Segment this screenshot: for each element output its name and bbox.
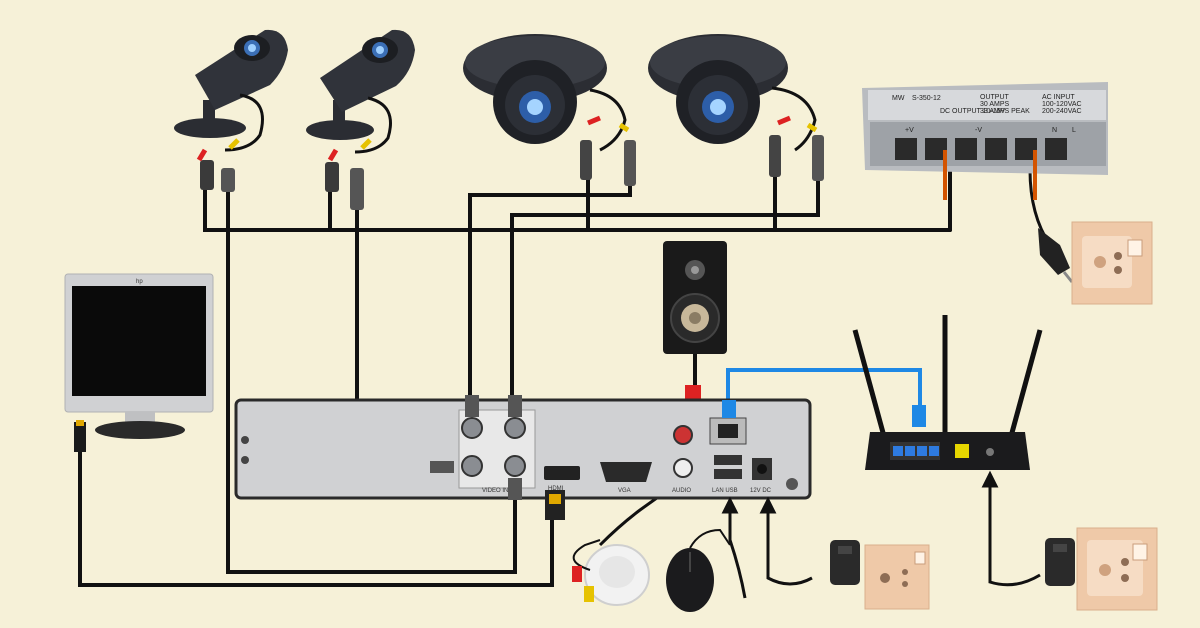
label-vga: VGA: [618, 488, 631, 494]
bnc-input-2: [504, 417, 526, 439]
mouse-icon: [666, 528, 731, 612]
bnc-connector-3: [624, 140, 636, 186]
video-cable-camera-3: [468, 185, 632, 400]
psu-input-line3: 200-240VAC: [1042, 108, 1082, 115]
connection-arrows: [721, 470, 999, 560]
monitor-badge: hp: [136, 279, 143, 285]
label-video-in: VIDEO IN: [482, 488, 508, 494]
vga-port: [600, 462, 652, 482]
bnc-connector-2: [350, 168, 364, 210]
router-icon: [852, 315, 1043, 470]
power-cable-bus: [203, 168, 952, 232]
ground-screw: [786, 478, 798, 490]
psu-terminal-l: L: [1072, 127, 1076, 134]
hdmi-cable: [78, 450, 554, 587]
monitor-icon: hp: [64, 273, 214, 452]
psu-terminal-neg: -V: [975, 127, 982, 134]
dome-camera-2: [648, 34, 824, 181]
wall-socket-icon: [864, 544, 930, 610]
hdmi-port: [544, 466, 580, 480]
usb-port-2: [714, 469, 742, 479]
psu-model: S-350-12: [912, 95, 941, 102]
power-jack-1: [200, 160, 214, 190]
power-supply-unit: MW S-350-12 OUTPUT 30 AMPS DC OUTPUT 10-…: [862, 82, 1108, 200]
psu-brand: MW: [892, 95, 905, 102]
bnc-input-4: [504, 455, 526, 477]
power-adapter-icon: [1045, 538, 1075, 586]
wall-socket-icon: [1071, 221, 1153, 305]
psu-output-line2: 30 AMPS: [980, 101, 1010, 108]
psu-terminal-pos: +V: [905, 127, 914, 134]
power-jack-2: [325, 162, 339, 192]
psu-terminal-n: N: [1052, 127, 1057, 134]
power-jack-4: [769, 135, 781, 177]
label-lan-usb: LAN USB: [712, 488, 738, 494]
psu-input-line1: AC INPUT: [1042, 94, 1075, 101]
psu-input-line2: 100-120VAC: [1042, 101, 1082, 108]
bnc-connector-4: [812, 135, 824, 181]
lan-port: [718, 424, 738, 438]
bullet-camera-2: [306, 29, 415, 210]
label-hdmi: HDMI: [548, 486, 564, 492]
label-power: 12V DC: [750, 488, 772, 494]
audio-out-port: [673, 425, 693, 445]
label-audio: AUDIO: [672, 488, 691, 494]
video-cable-camera-4: [510, 180, 820, 400]
bullet-camera-1: [174, 29, 288, 192]
video-cable-camera-1: [226, 190, 517, 574]
psu-output-line4: 33 AMPS PEAK: [980, 108, 1030, 115]
wall-socket-icon: [1076, 527, 1158, 611]
psu-output-line1: OUTPUT: [980, 94, 1010, 101]
psu-output-line3: DC OUTPUT 10-15V: [940, 108, 1006, 115]
usb-port-1: [714, 455, 742, 465]
bnc-input-1: [461, 417, 483, 439]
audio-in-port: [673, 458, 693, 478]
power-jack-3: [580, 140, 592, 180]
speaker-icon: [663, 241, 727, 407]
bnc-input-3: [461, 455, 483, 477]
bnc-connector-1: [221, 168, 235, 192]
dome-camera-1: [463, 34, 636, 186]
usb-and-power-cables: [598, 478, 1041, 599]
microphone-icon: [572, 539, 650, 606]
dvr-recorder: VIDEO IN HDMI VGA AUDIO LAN USB 12V DC: [234, 395, 812, 520]
ac-plug: [1038, 228, 1074, 283]
network-cable: [726, 368, 922, 405]
power-adapter-icon: [830, 540, 860, 585]
